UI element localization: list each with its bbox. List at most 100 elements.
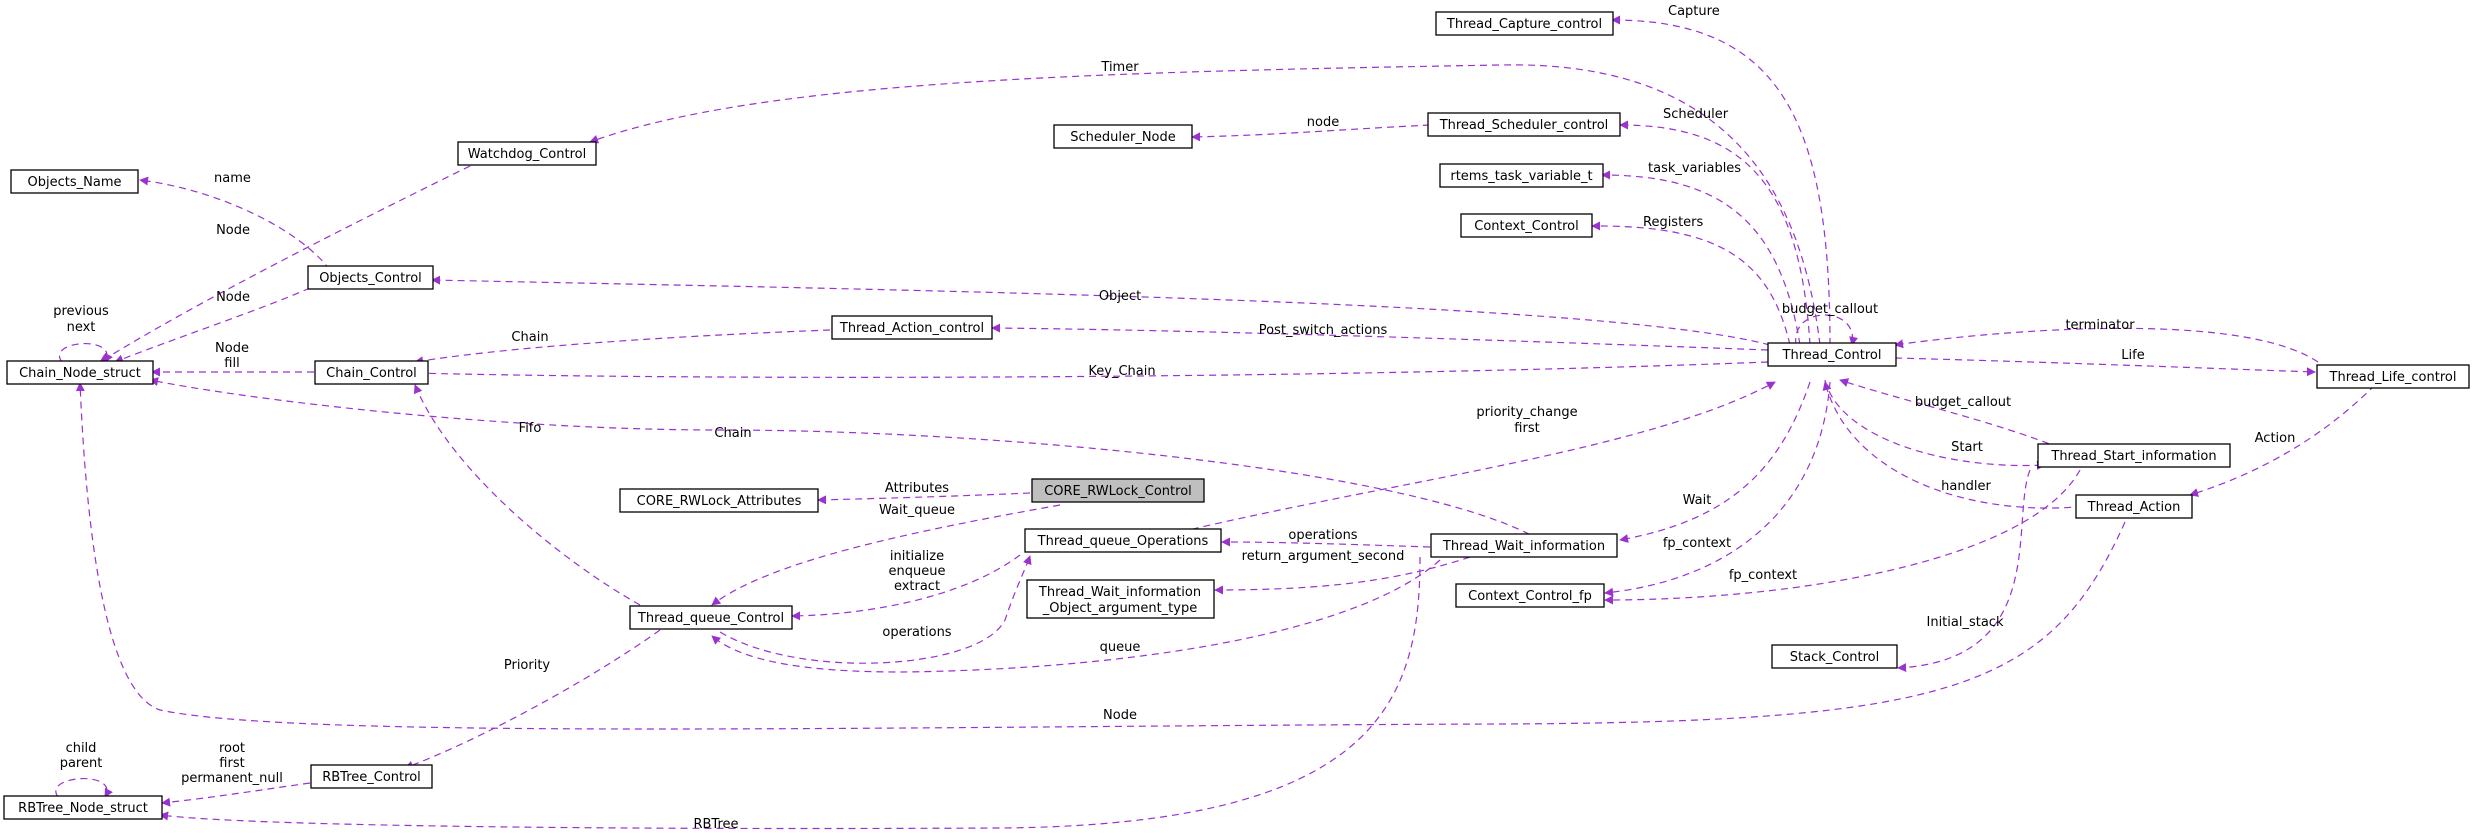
node-stack-control[interactable]: Stack_Control bbox=[1771, 644, 1898, 669]
edge-priority bbox=[404, 629, 661, 770]
node-chain-node-struct[interactable]: Chain_Node_struct bbox=[6, 360, 154, 385]
edge-key-chain bbox=[411, 361, 1769, 378]
node-scheduler-node-label: Scheduler_Node bbox=[1070, 130, 1176, 145]
label-objects-node: Node bbox=[216, 290, 250, 305]
label-wait: Wait bbox=[1683, 493, 1712, 508]
node-chain-control[interactable]: Chain_Control bbox=[314, 360, 429, 385]
node-context-control-fp-label: Context_Control_fp bbox=[1468, 589, 1592, 604]
label-previous: previous bbox=[53, 304, 109, 319]
edge-timer bbox=[589, 64, 1821, 346]
label-object: Object bbox=[1099, 289, 1141, 304]
node-core-rwlock-control[interactable]: CORE_RWLock_Control bbox=[1031, 478, 1205, 503]
node-thread-queue-control-label: Thread_queue_Control bbox=[637, 611, 784, 626]
node-core-rwlock-attributes[interactable]: CORE_RWLock_Attributes bbox=[619, 488, 819, 513]
node-rbtree-control[interactable]: RBTree_Control bbox=[310, 764, 433, 789]
node-watchdog-control-label: Watchdog_Control bbox=[468, 147, 586, 162]
label-initialize: initialize bbox=[890, 549, 944, 564]
label-extract: extract bbox=[894, 579, 940, 594]
label-permanent-null: permanent_null bbox=[181, 771, 283, 786]
node-thread-scheduler-control[interactable]: Thread_Scheduler_control bbox=[1427, 112, 1621, 137]
label-post-switch: Post_switch_actions bbox=[1259, 323, 1388, 338]
edge-fifo bbox=[413, 384, 641, 606]
label-chain-node: Node bbox=[215, 341, 249, 356]
node-thread-scheduler-control-label: Thread_Scheduler_control bbox=[1439, 118, 1609, 133]
node-chain-control-label: Chain_Control bbox=[326, 366, 417, 381]
edge-registers bbox=[1591, 221, 1791, 346]
label-fp-context-thread: fp_context bbox=[1663, 536, 1731, 551]
node-twioat-line1-label: Thread_Wait_information bbox=[1038, 585, 1201, 600]
edge-priority-change bbox=[1179, 381, 1776, 533]
label-life: Life bbox=[2121, 348, 2144, 363]
edge-wait bbox=[1619, 381, 1811, 543]
label-task-variables: task_variables bbox=[1648, 161, 1741, 176]
edge-operations-queue bbox=[719, 555, 1032, 664]
node-thread-action[interactable]: Thread_Action bbox=[2075, 494, 2193, 519]
node-rbtree-node-struct[interactable]: RBTree_Node_struct bbox=[3, 795, 163, 820]
label-rbtree: RBTree bbox=[693, 817, 738, 832]
label-action: Action bbox=[2255, 431, 2296, 446]
node-rtems-task-variable-t[interactable]: rtems_task_variable_t bbox=[1439, 163, 1604, 188]
label-start-budget: budget_callout bbox=[1915, 395, 2011, 410]
label-parent: parent bbox=[60, 756, 103, 771]
label-terminator: terminator bbox=[2065, 318, 2135, 333]
edge-initial-stack bbox=[1897, 469, 2031, 673]
node-objects-name[interactable]: Objects_Name bbox=[10, 169, 139, 194]
node-chain-node-struct-label: Chain_Node_struct bbox=[19, 366, 141, 381]
label-fp-context-start: fp_context bbox=[1729, 568, 1797, 583]
label-fifo: Fifo bbox=[519, 421, 542, 436]
node-thread-queue-control[interactable]: Thread_queue_Control bbox=[629, 605, 793, 630]
label-action-node: Node bbox=[1103, 708, 1137, 723]
edge-wait-queue bbox=[711, 504, 1061, 606]
edge-rbtree-self bbox=[55, 778, 113, 798]
node-watchdog-control[interactable]: Watchdog_Control bbox=[457, 141, 597, 166]
node-thread-wait-information[interactable]: Thread_Wait_information bbox=[1430, 533, 1618, 558]
label-root: root bbox=[219, 741, 245, 756]
node-objects-control[interactable]: Objects_Control bbox=[307, 265, 434, 290]
edge-action bbox=[2189, 384, 2376, 497]
edge-watchdog-node bbox=[99, 165, 471, 363]
node-thread-control-label: Thread_Control bbox=[1782, 348, 1882, 363]
node-context-control[interactable]: Context_Control bbox=[1460, 213, 1593, 238]
label-capture: Capture bbox=[1668, 4, 1720, 19]
label-attributes: Attributes bbox=[885, 481, 949, 496]
node-thread-wait-information-object-argument-type[interactable]: Thread_Wait_information _Object_argument… bbox=[1026, 579, 1215, 619]
label-budget-self: budget_callout bbox=[1782, 302, 1878, 317]
node-thread-capture-control[interactable]: Thread_Capture_control bbox=[1435, 11, 1614, 36]
edge-wait-chain bbox=[149, 377, 1541, 541]
node-rtems-task-variable-t-label: rtems_task_variable_t bbox=[1450, 169, 1592, 184]
edge-post-switch bbox=[991, 323, 1769, 351]
node-objects-control-label: Objects_Control bbox=[319, 271, 422, 286]
node-thread-life-control[interactable]: Thread_Life_control bbox=[2316, 364, 2470, 389]
node-thread-action-control[interactable]: Thread_Action_control bbox=[831, 315, 993, 340]
node-rbtree-control-label: RBTree_Control bbox=[322, 770, 421, 785]
label-watchdog-node: Node bbox=[216, 223, 250, 238]
edge-fp-context-thread bbox=[1604, 381, 1831, 597]
node-core-rwlock-control-label: CORE_RWLock_Control bbox=[1044, 484, 1192, 499]
node-scheduler-node[interactable]: Scheduler_Node bbox=[1053, 124, 1193, 149]
edge-attributes bbox=[817, 492, 1031, 505]
edge-life bbox=[1894, 357, 2316, 377]
label-registers: Registers bbox=[1643, 215, 1704, 230]
edge-capture bbox=[1611, 15, 1831, 346]
edge-scheduler-node bbox=[1191, 124, 1431, 142]
label-wait-queue: Wait_queue bbox=[879, 503, 955, 518]
node-thread-action-control-label: Thread_Action_control bbox=[839, 321, 984, 336]
edge-chain-node-self bbox=[58, 343, 113, 363]
node-thread-capture-control-label: Thread_Capture_control bbox=[1446, 17, 1602, 32]
label-priority-change: priority_change bbox=[1476, 405, 1577, 420]
node-thread-control[interactable]: Thread_Control bbox=[1767, 342, 1897, 367]
edge-scheduler bbox=[1619, 120, 1811, 346]
label-handler: handler bbox=[1941, 479, 1991, 494]
edge-handler bbox=[1822, 381, 2096, 509]
edge-return-argument bbox=[1214, 556, 1471, 595]
node-context-control-fp[interactable]: Context_Control_fp bbox=[1455, 583, 1605, 608]
label-operations-wait: operations bbox=[1288, 528, 1357, 543]
label-child: child bbox=[66, 741, 97, 756]
node-thread-start-information-label: Thread_Start_information bbox=[2050, 449, 2216, 464]
label-priority-first: first bbox=[1514, 421, 1539, 436]
label-chain: Chain bbox=[511, 330, 548, 345]
edge-init-ops bbox=[791, 554, 1021, 621]
node-thread-start-information[interactable]: Thread_Start_information bbox=[2037, 443, 2231, 468]
node-thread-queue-operations[interactable]: Thread_queue_Operations bbox=[1024, 528, 1222, 553]
